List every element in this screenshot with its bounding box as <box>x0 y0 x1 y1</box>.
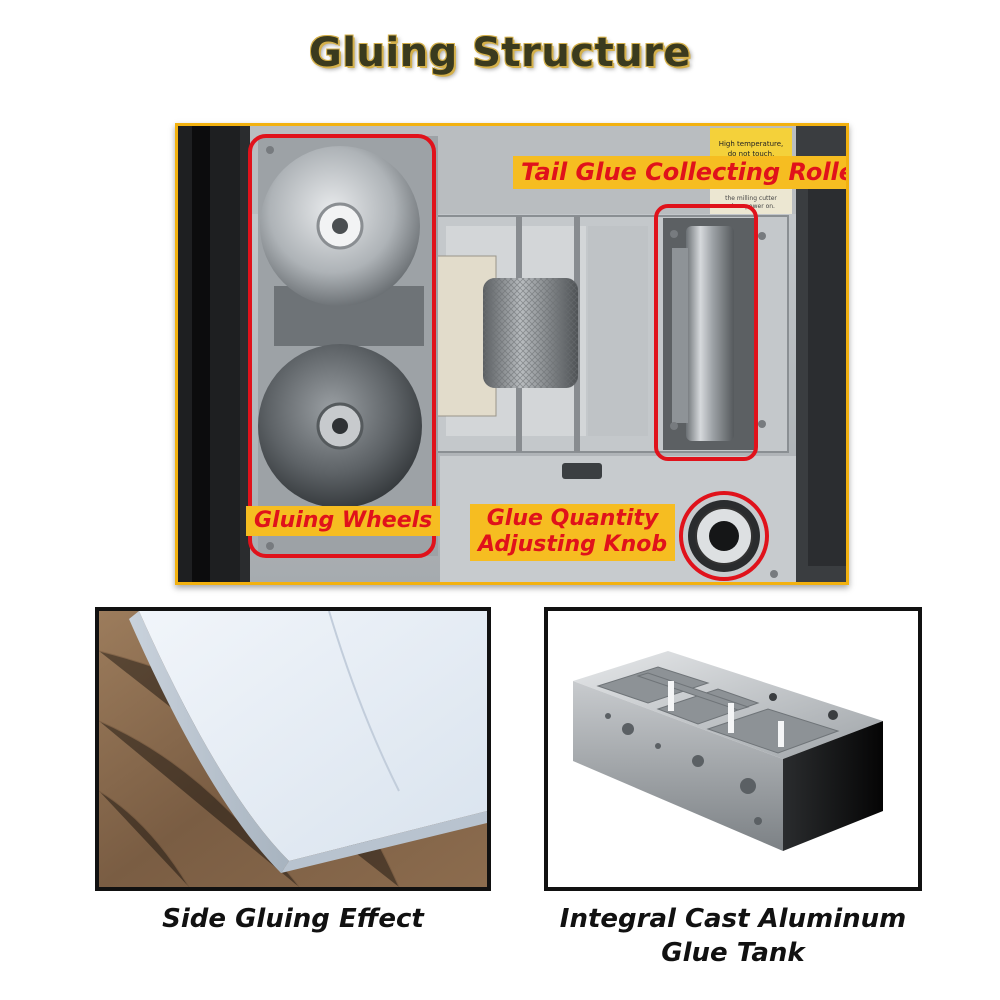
side-gluing-caption: Side Gluing Effect <box>162 904 424 934</box>
side-gluing-illustration <box>99 611 487 887</box>
gluing-machine-illustration: High temperature, do not touch. the mill… <box>178 126 846 582</box>
glue-knob-label-line2: Adjusting Knob <box>478 532 668 558</box>
tail-roller-highlight <box>654 204 758 461</box>
warning-text: the milling cutter <box>725 195 777 202</box>
gluing-wheels-label: Gluing Wheels <box>246 506 441 537</box>
side-gluing-photo <box>95 607 491 891</box>
knob-highlight <box>679 491 769 581</box>
glue-tank-photo <box>544 607 922 891</box>
gluing-wheels-highlight <box>248 134 436 558</box>
glue-tank-caption-line1: Integral Cast Aluminum <box>559 904 907 934</box>
glue-knob-label-line1: Glue Quantity <box>486 506 659 531</box>
glue-tank-caption: Integral Cast Aluminum Glue Tank <box>544 903 922 971</box>
gluing-structure-photo: High temperature, do not touch. the mill… <box>175 123 849 585</box>
glue-knob-label: Glue Quantity Adjusting Knob <box>470 504 676 561</box>
tail-roller-label: Tail Glue Collecting Roller <box>513 156 846 189</box>
glue-tank-caption-line2: Glue Tank <box>661 937 805 968</box>
glue-tank-illustration <box>548 611 918 887</box>
warning-text: High temperature, <box>719 140 784 148</box>
warning-text: do not touch. <box>728 150 775 158</box>
page-title: Gluing Structure <box>308 30 692 76</box>
